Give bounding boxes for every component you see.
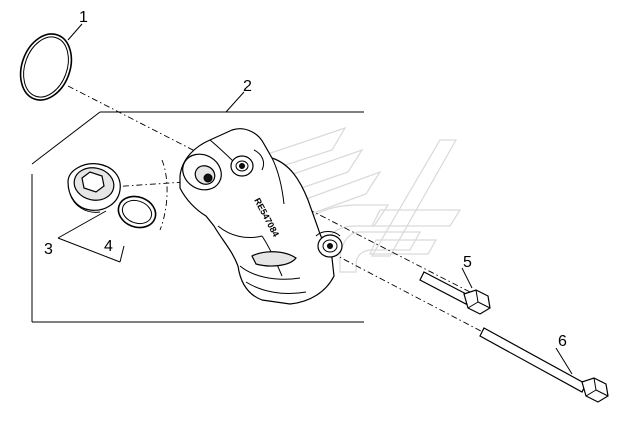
plug-part-3 bbox=[67, 163, 121, 213]
bolt-part-5 bbox=[419, 271, 491, 315]
callout-6: 6 bbox=[558, 333, 567, 350]
callout-1: 1 bbox=[79, 9, 88, 26]
callout-2: 2 bbox=[243, 78, 252, 95]
bolt-part-6 bbox=[479, 327, 609, 403]
o-ring-part-1 bbox=[19, 33, 73, 101]
gasket-outline bbox=[159, 159, 168, 231]
housing-part-2: RE547084 bbox=[179, 128, 343, 305]
seal-ring-part-4 bbox=[117, 195, 157, 229]
assembly-frame bbox=[31, 111, 364, 323]
callout-5: 5 bbox=[463, 254, 472, 271]
callout-4: 4 bbox=[104, 238, 113, 255]
callout-bracket-3-4 bbox=[57, 210, 125, 263]
leader-lines bbox=[67, 23, 573, 375]
callout-3: 3 bbox=[44, 241, 53, 258]
